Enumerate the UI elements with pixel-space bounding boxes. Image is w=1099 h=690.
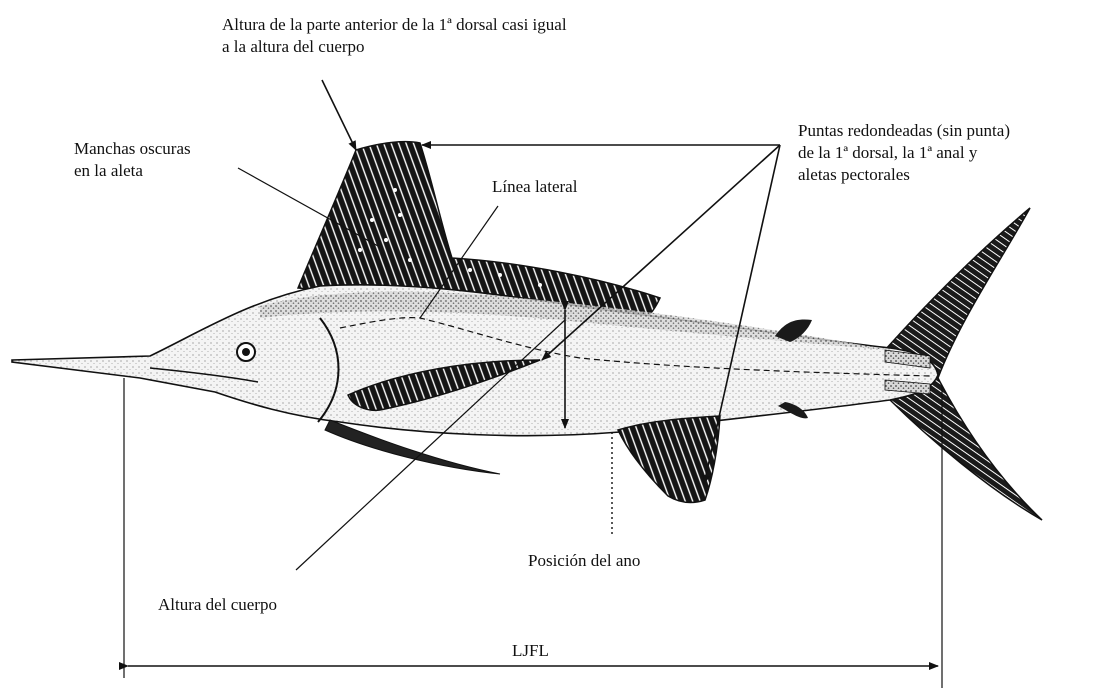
- pointer-tip-anal: [704, 145, 780, 484]
- label-rounded-tips: Puntas redondeadas (sin punta) de la 1ª …: [798, 120, 1010, 186]
- label-lateral-line: Línea lateral: [492, 176, 577, 198]
- label-ljfl: LJFL: [512, 640, 549, 662]
- label-body-height: Altura del cuerpo: [158, 594, 277, 616]
- pointer-dorsal-height: [322, 80, 356, 150]
- first-anal-fin: [618, 416, 720, 503]
- label-anus-position: Posición del ano: [528, 550, 640, 572]
- label-spots: Manchas oscuras en la aleta: [74, 138, 191, 182]
- label-dorsal-height: Altura de la parte anterior de la 1ª dor…: [222, 14, 567, 58]
